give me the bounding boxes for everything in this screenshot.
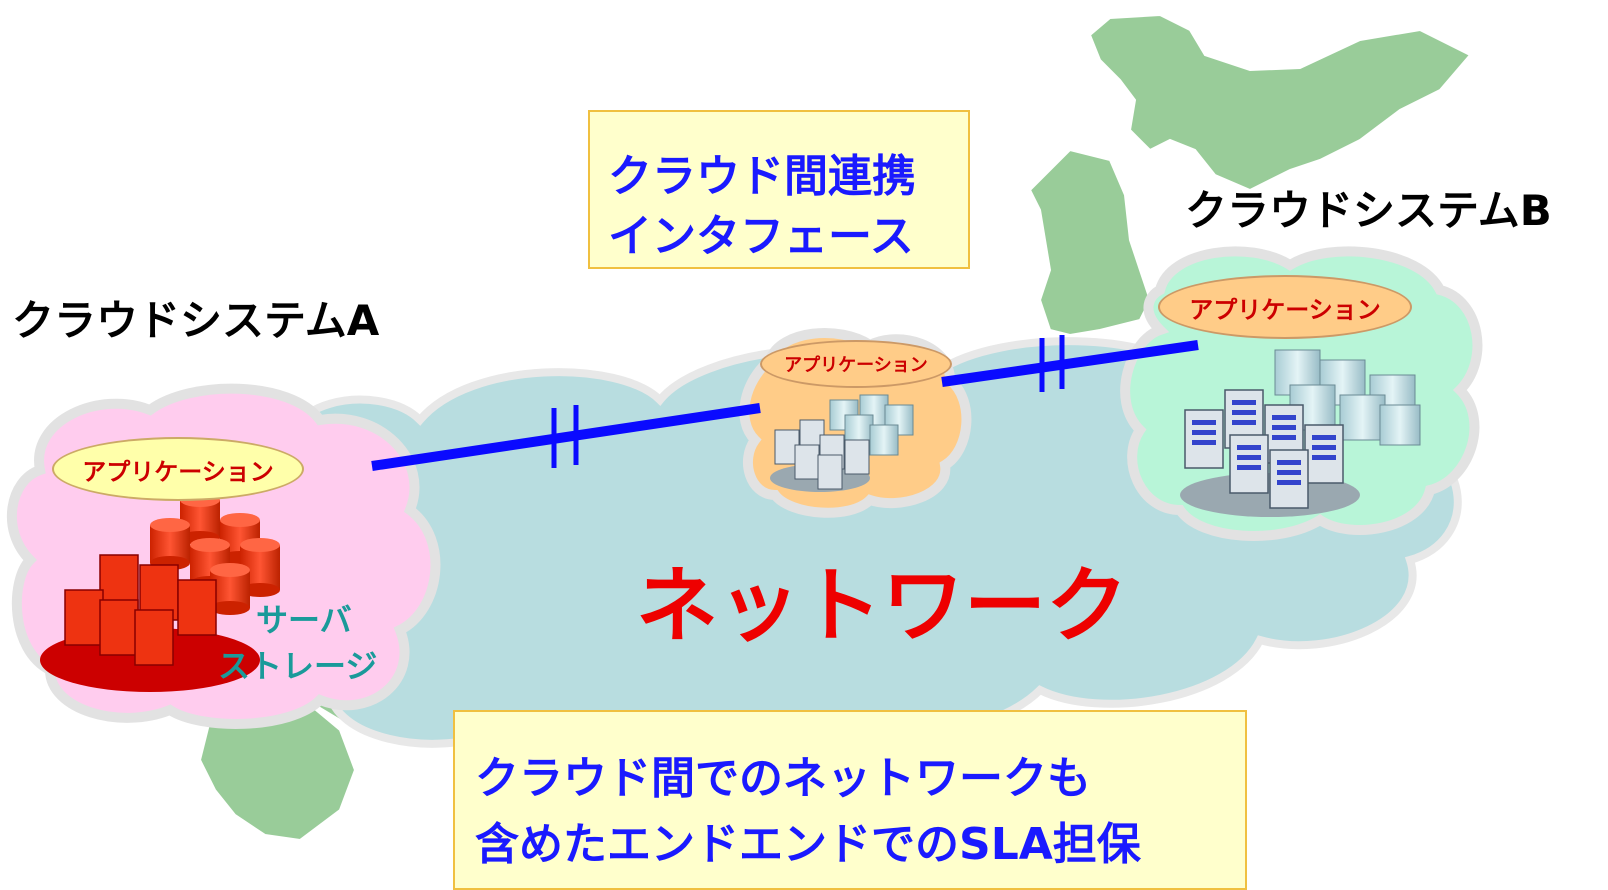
interface-marks: [551, 335, 1065, 468]
system-b-equipment: [1180, 349, 1421, 517]
sla-box-line2: 含めたエンドエンドでのSLA担保: [475, 819, 1141, 870]
system-a-equipment: [40, 493, 280, 692]
interface-box-line1: クラウド間連携: [608, 151, 916, 202]
storage-label: ストレージ: [218, 647, 378, 685]
system-a-app-label: アプリケーション: [52, 437, 304, 501]
sla-box: クラウド間でのネットワークも 含めたエンドエンドでのSLA担保: [453, 710, 1247, 890]
interface-box-line2: インタフェース: [608, 211, 914, 262]
middle-equipment: [770, 394, 914, 492]
middle-app-label: アプリケーション: [760, 340, 952, 388]
interface-box: クラウド間連携 インタフェース: [588, 110, 970, 269]
system-b-title: クラウドシステムB: [1185, 186, 1552, 235]
network-label: ネットワーク: [636, 559, 1129, 654]
sla-box-line1: クラウド間でのネットワークも: [475, 753, 1091, 804]
system-b-app-label: アプリケーション: [1158, 275, 1412, 339]
system-a-title: クラウドシステムA: [12, 296, 380, 345]
server-label: サーバ: [256, 601, 352, 639]
link-lines: [371, 340, 1199, 471]
